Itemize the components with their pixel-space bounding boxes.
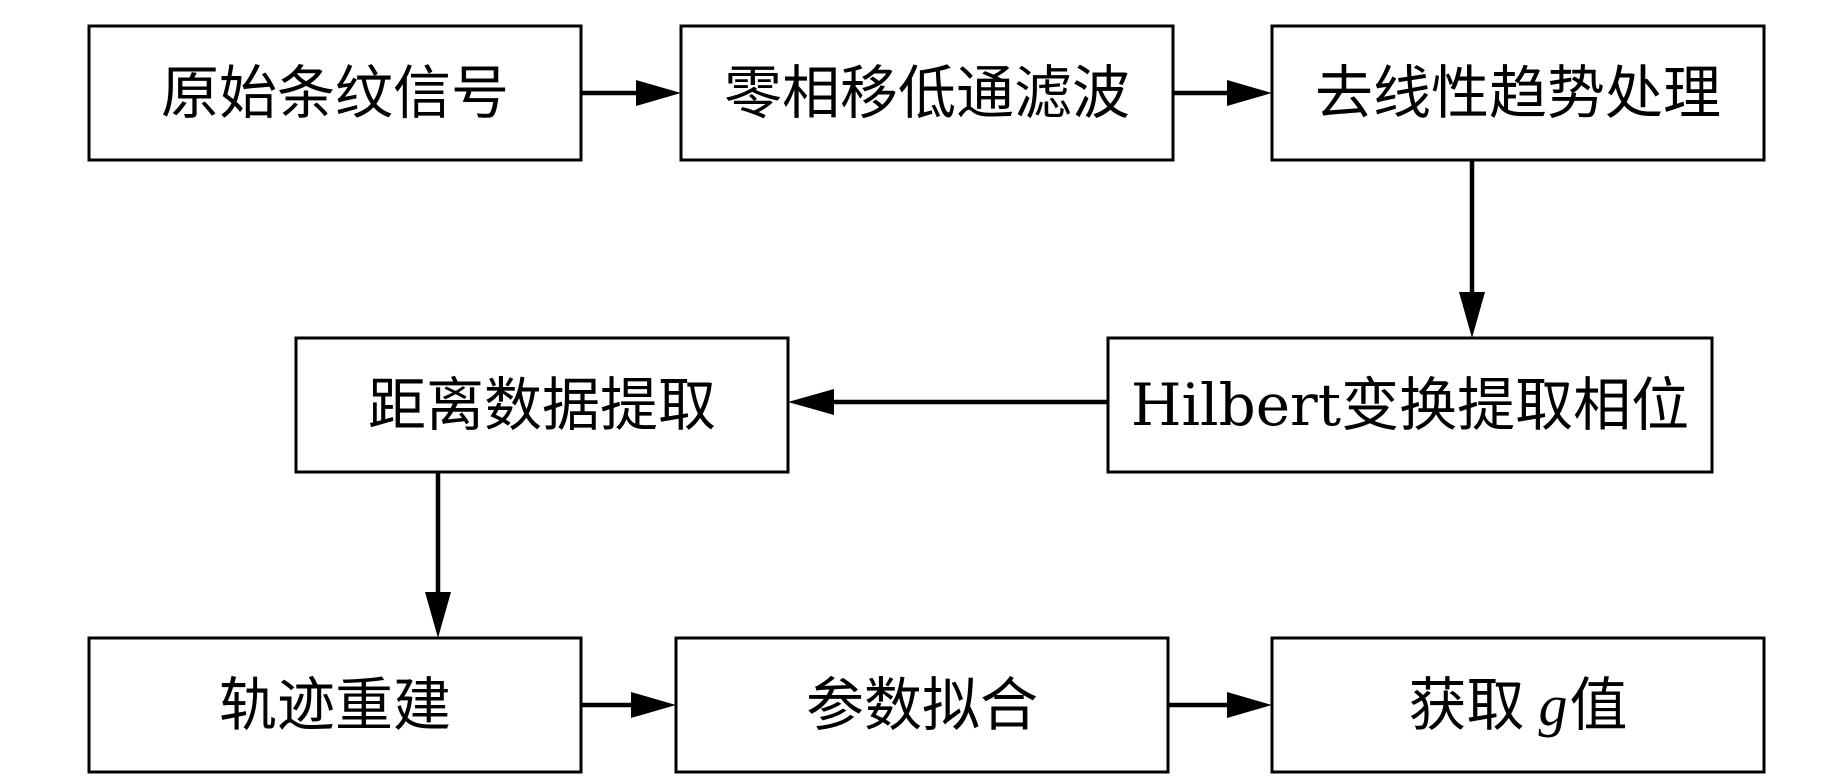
node-zero-phase-lowpass: 零相移低通滤波 bbox=[679, 24, 1175, 162]
get-g-symbol: g bbox=[1539, 673, 1568, 738]
node-distance-extract: 距离数据提取 bbox=[294, 336, 790, 474]
node-zero-phase-lowpass-label: 零相移低通滤波 bbox=[724, 59, 1130, 127]
node-detrend: 去线性趋势处理 bbox=[1270, 24, 1766, 162]
node-raw-fringe-signal-label: 原始条纹信号 bbox=[161, 59, 509, 127]
edge-raw-to-lowpass bbox=[581, 80, 681, 106]
edge-lowpass-to-detrend bbox=[1173, 80, 1272, 106]
edge-detrend-to-hilbert bbox=[1459, 160, 1485, 338]
node-detrend-label: 去线性趋势处理 bbox=[1315, 59, 1721, 127]
node-hilbert-phase-label: Hilbert变换提取相位 bbox=[1131, 371, 1689, 439]
node-param-fit: 参数拟合 bbox=[674, 636, 1170, 774]
node-distance-extract-label: 距离数据提取 bbox=[368, 371, 716, 439]
edge-fit-to-g bbox=[1168, 692, 1272, 718]
node-raw-fringe-signal: 原始条纹信号 bbox=[87, 24, 583, 162]
node-trajectory-rebuild-label: 轨迹重建 bbox=[219, 671, 451, 739]
get-g-suffix: 值 bbox=[1570, 671, 1628, 739]
node-hilbert-phase: Hilbert变换提取相位 bbox=[1106, 336, 1714, 474]
node-param-fit-label: 参数拟合 bbox=[806, 671, 1038, 739]
edge-hilbert-to-distance bbox=[788, 389, 1108, 415]
edge-distance-to-trajectory bbox=[425, 472, 451, 638]
node-trajectory-rebuild: 轨迹重建 bbox=[87, 636, 583, 774]
edge-trajectory-to-fit bbox=[581, 692, 676, 718]
get-g-prefix: 获取 bbox=[1408, 671, 1524, 739]
